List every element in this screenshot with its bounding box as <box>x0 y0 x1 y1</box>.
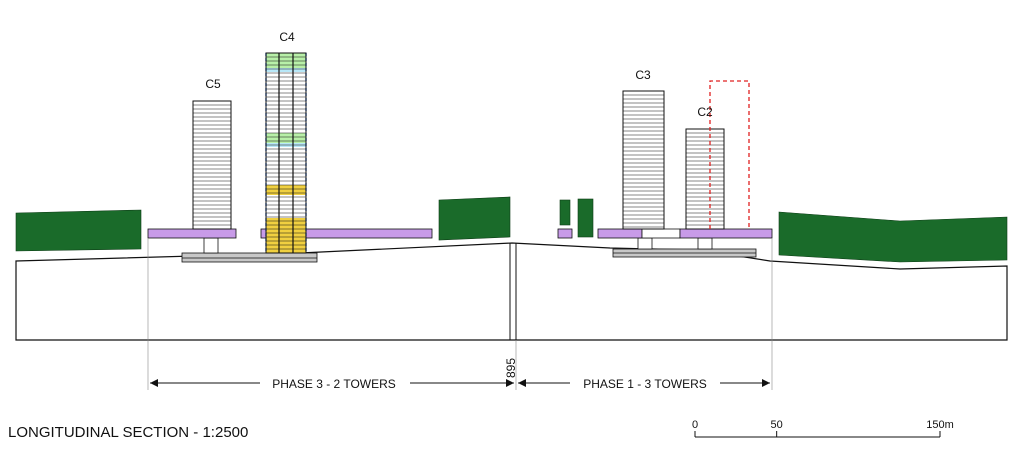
dimension-marker-895: 895 <box>504 358 518 378</box>
podium-right-2 <box>679 228 773 239</box>
podium-right-1 <box>597 228 643 239</box>
tower-label-c3: C3 <box>635 68 651 82</box>
tower-body <box>622 90 665 230</box>
foundation-left <box>181 252 318 263</box>
vegetation-block-5 <box>778 211 1008 263</box>
scale-bar: 0 50 150m <box>692 419 954 438</box>
phase-dimensions: PHASE 3 - 2 TOWERS PHASE 1 - 3 TOWERS <box>150 375 770 391</box>
phase-left-label: PHASE 3 - 2 TOWERS <box>272 377 396 391</box>
tower-label-c5: C5 <box>205 77 221 91</box>
tower-label-c4: C4 <box>279 30 295 44</box>
podium-center <box>260 228 433 239</box>
floor-band <box>266 185 306 195</box>
podium-gap <box>641 228 681 239</box>
tower-outline <box>265 52 307 254</box>
vegetation-block-2 <box>438 196 511 241</box>
tower-label-c2: C2 <box>697 105 713 119</box>
tower-c4 <box>265 52 307 254</box>
podium-small <box>557 228 573 239</box>
drawing-title: LONGITUDINAL SECTION - 1:2500 <box>8 424 248 441</box>
scale-bar-label: 150m <box>926 419 954 431</box>
phase-right-label: PHASE 1 - 3 TOWERS <box>583 377 707 391</box>
tower-c3 <box>622 90 665 230</box>
vegetation-block-1 <box>15 209 142 252</box>
foundations <box>181 248 757 263</box>
proposed-tower-outline <box>709 80 750 229</box>
podium-left <box>147 228 237 239</box>
dimension-extension-lines <box>147 238 773 390</box>
floor-band <box>266 53 306 68</box>
tower-c2 <box>685 128 725 230</box>
vegetation-masses <box>15 196 1008 263</box>
floor-band <box>266 218 306 253</box>
scale-bar-label: 50 <box>771 419 783 431</box>
tower-c5 <box>192 100 232 230</box>
vegetation-block-3 <box>559 199 571 226</box>
scale-bar-label: 0 <box>692 419 698 431</box>
ground-section <box>15 242 1008 341</box>
vegetation-block-4 <box>577 198 594 238</box>
floor-band <box>266 68 306 72</box>
floor-band <box>266 133 306 143</box>
tower-body <box>685 128 725 230</box>
